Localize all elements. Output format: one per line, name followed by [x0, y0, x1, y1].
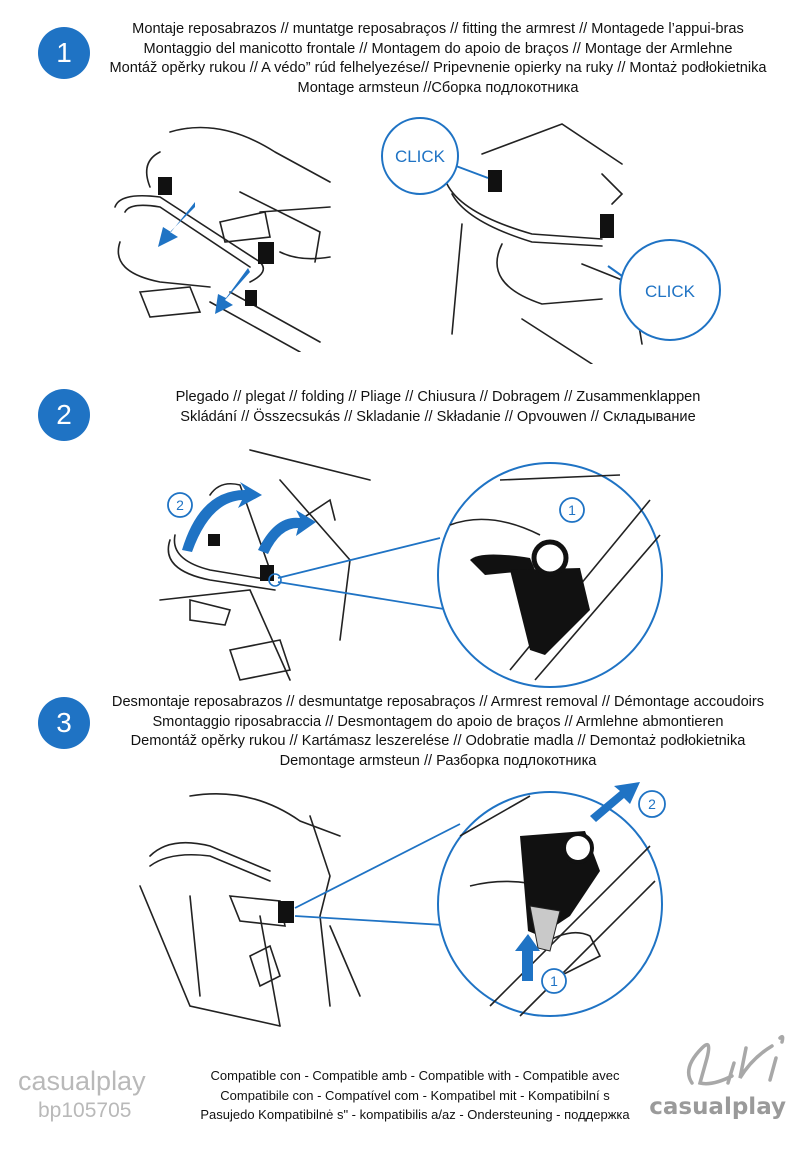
livi-logo	[686, 1034, 785, 1086]
step-3-line-3: Demontáž opěrky rukou // Kartámasz lesze…	[130, 733, 746, 749]
step-2-heading: Plegado // plegat // folding // Pliage /…	[80, 388, 796, 427]
step-3-badge: 3	[38, 697, 90, 749]
compatibility-block: Compatible con - Compatible amb - Compat…	[160, 1066, 670, 1125]
step-3-line-2: Smontaggio riposabraccia // Desmontagem …	[152, 713, 724, 730]
footer-brand-right: casualplay	[649, 1094, 786, 1120]
step-3-line-1: Desmontaje reposabrazos // desmuntatge r…	[111, 694, 765, 710]
step-1-line-2: Montaggio del manicotto frontale // Mont…	[143, 40, 733, 57]
step-3-marker-2: 2	[648, 796, 656, 812]
step-1-line-4: Montage armsteun //Сборка подлокотника	[297, 79, 579, 96]
step-1-line-3: Montáž opěrky rukou // A védo” rúd felhe…	[109, 60, 767, 76]
step-2-illustration: 2 1	[159, 449, 663, 688]
product-code: bp105705	[38, 1099, 132, 1122]
step-1-badge: 1	[38, 27, 90, 79]
step-1-illustration-left	[114, 126, 331, 352]
compat-line-3: Pasujedo Kompatibilnė s" - kompatibilis …	[200, 1107, 630, 1122]
step-2-line-2: Skládání // Összecsukás // Skladanie // …	[180, 408, 696, 425]
footer-brand-left: casualplay	[18, 1066, 146, 1096]
step-1-line-1: Montaje reposabrazos // muntatge reposab…	[132, 21, 744, 37]
step-2-badge: 2	[38, 389, 90, 441]
step-3-marker-1: 1	[550, 973, 558, 989]
click-callout-2: CLICK	[645, 282, 696, 301]
step-2-marker-1: 1	[568, 502, 576, 518]
step-2-number: 2	[56, 399, 72, 430]
compat-line-1: Compatible con - Compatible amb - Compat…	[210, 1068, 620, 1083]
step-2-marker-2: 2	[176, 497, 184, 513]
step-1-illustration-right: CLICK CLICK	[381, 117, 721, 364]
step-3-line-4: Demontage armsteun // Разборка подлокотн…	[279, 752, 597, 769]
step-3-illustration: 2 1	[139, 782, 666, 1027]
step-1-number: 1	[56, 37, 72, 68]
step-1-heading: Montaje reposabrazos // muntatge reposab…	[80, 20, 796, 98]
step-2-line-1: Plegado // plegat // folding // Pliage /…	[175, 389, 701, 405]
step-3-heading: Desmontaje reposabrazos // desmuntatge r…	[80, 693, 796, 771]
compat-line-2: Compatibile con - Compatível com - Kompa…	[220, 1087, 610, 1103]
click-callout-1: CLICK	[395, 147, 446, 166]
step-3-number: 3	[56, 707, 72, 738]
